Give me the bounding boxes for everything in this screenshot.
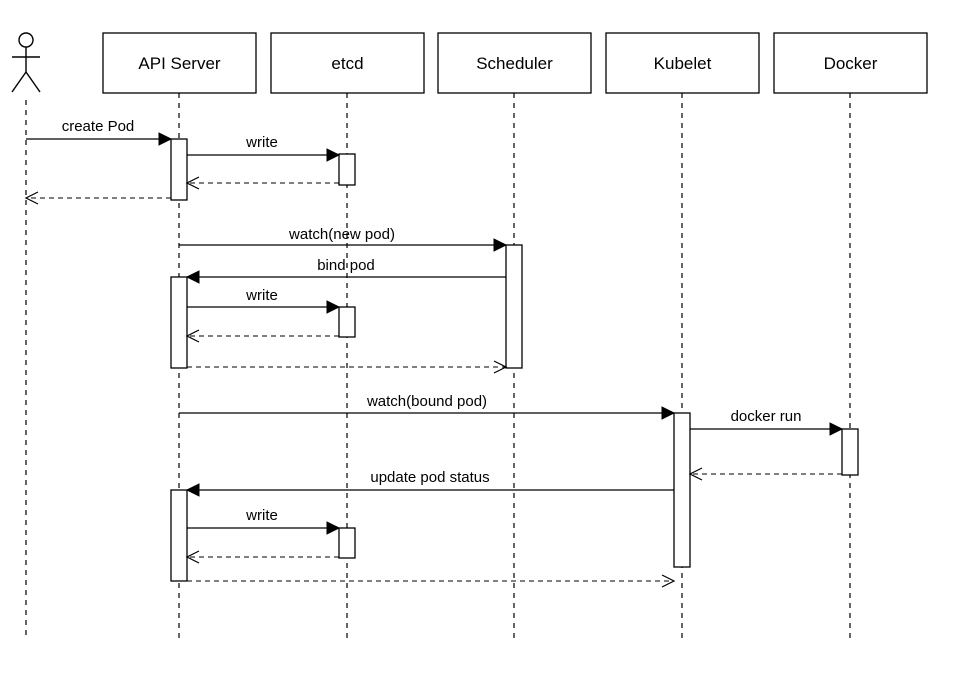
participant-scheduler: Scheduler	[437, 32, 592, 94]
message-label: watch(new pod)	[288, 226, 395, 243]
activation-etcd	[338, 153, 356, 186]
message-label: bind pod	[317, 257, 375, 274]
participant-label: etcd	[331, 54, 363, 73]
participant-etcd: etcd	[270, 32, 425, 94]
message-label: write	[245, 134, 278, 151]
participant-label: Scheduler	[476, 54, 553, 73]
activation-api-server	[170, 276, 188, 369]
message-create-pod: create Pod	[26, 118, 173, 146]
message-docker-run: docker run	[690, 408, 844, 436]
message-watch-bound-pod: watch(bound pod)	[179, 393, 676, 420]
return-message	[187, 360, 508, 374]
message-write: write	[187, 134, 341, 162]
message-label: docker run	[731, 408, 802, 425]
participant-label: Kubelet	[654, 54, 712, 73]
message-write: write	[187, 507, 341, 535]
message-bind-pod: bind pod	[185, 257, 506, 284]
return-message	[688, 467, 842, 481]
actor-figure	[11, 32, 41, 93]
activation-kubelet	[673, 412, 691, 568]
message-update-pod-status: update pod status	[185, 469, 674, 497]
participant-label: Docker	[824, 54, 878, 73]
activation-scheduler	[505, 244, 523, 369]
message-watch-new-pod: watch(new pod)	[179, 226, 508, 252]
participant-kubelet: Kubelet	[605, 32, 760, 94]
return-message	[187, 574, 676, 588]
participant-docker: Docker	[773, 32, 928, 94]
return-message	[185, 329, 339, 343]
return-message	[24, 191, 171, 205]
participant-label: API Server	[138, 54, 221, 73]
activation-etcd	[338, 306, 356, 338]
activation-api-server	[170, 489, 188, 582]
message-label: create Pod	[62, 118, 135, 135]
message-write: write	[187, 287, 341, 314]
message-label: watch(bound pod)	[366, 393, 487, 410]
return-message	[185, 550, 339, 564]
activation-etcd	[338, 527, 356, 559]
message-label: write	[245, 287, 278, 304]
return-message	[185, 176, 339, 190]
message-label: write	[245, 507, 278, 524]
message-label: update pod status	[370, 469, 489, 486]
activation-api-server	[170, 138, 188, 201]
participant-api-server: API Server	[102, 32, 257, 94]
activation-docker	[841, 428, 859, 476]
